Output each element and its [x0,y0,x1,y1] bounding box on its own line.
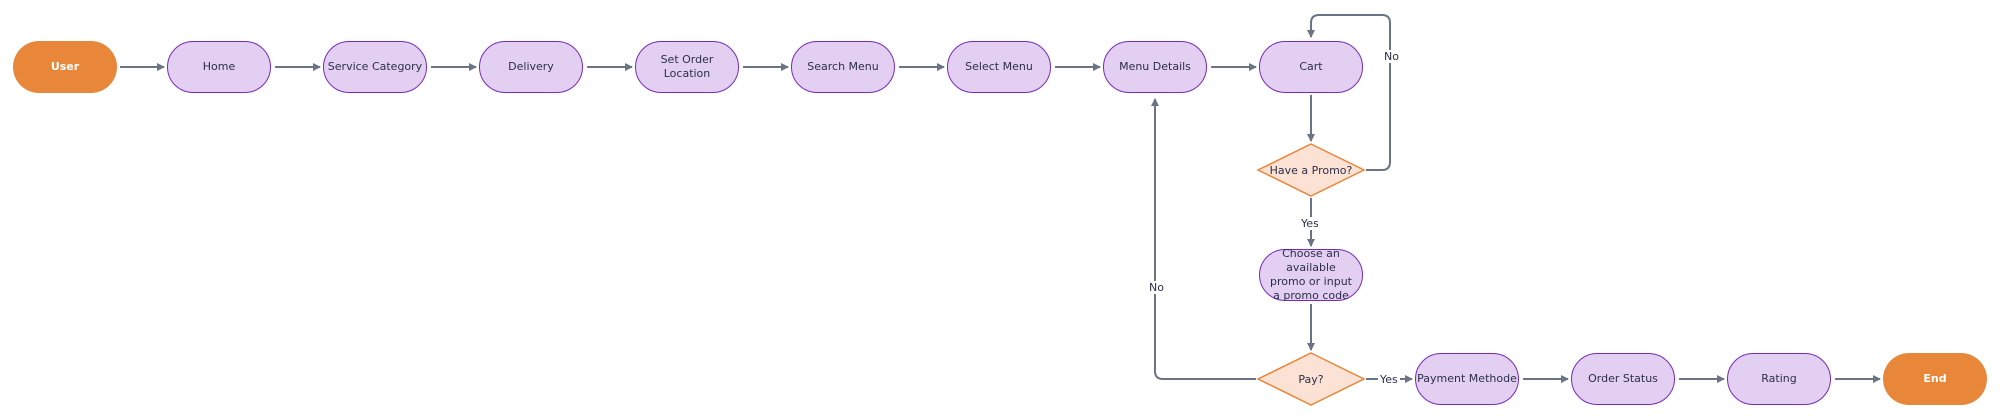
node-user-label: User [50,60,80,73]
node-set-order-location[interactable]: Set Order Location [635,41,739,93]
node-end[interactable]: End [1883,353,1987,405]
decision-have-promo-label: Have a Promo? [1269,163,1353,177]
decision-pay[interactable]: Pay? [1259,353,1363,405]
node-select-menu[interactable]: Select Menu [947,41,1051,93]
edge-label-pay-no: No [1147,281,1166,294]
node-cart-label: Cart [1299,60,1323,73]
edge-have-promo-no-cart [1307,14,1391,171]
node-set-order-location-label: Set Order Location [660,53,714,80]
edge-label-promo-no: No [1382,50,1401,63]
node-search-menu[interactable]: Search Menu [791,41,895,93]
node-end-label: End [1923,372,1947,385]
node-service-category-label: Service Category [327,60,423,73]
edge-label-promo-yes: Yes [1299,217,1321,230]
decision-pay-label: Pay? [1298,372,1324,386]
node-menu-details[interactable]: Menu Details [1103,41,1207,93]
node-home-label: Home [202,60,236,73]
decision-pay-shape [1256,352,1366,406]
node-delivery-label: Delivery [508,60,554,73]
node-payment-methode[interactable]: Payment Methode [1415,353,1519,405]
node-delivery[interactable]: Delivery [479,41,583,93]
node-order-status[interactable]: Order Status [1571,353,1675,405]
node-user[interactable]: User [13,41,117,93]
node-menu-details-label: Menu Details [1119,60,1191,73]
decision-have-promo-shape [1256,143,1366,197]
node-rating[interactable]: Rating [1727,353,1831,405]
node-service-category[interactable]: Service Category [323,41,427,93]
node-order-status-label: Order Status [1588,372,1658,385]
node-rating-label: Rating [1761,372,1797,385]
node-search-menu-label: Search Menu [807,60,879,73]
edge-label-pay-yes: Yes [1378,373,1400,386]
edge-pay-no-menu-details [1151,98,1256,380]
decision-have-promo[interactable]: Have a Promo? [1259,144,1363,196]
node-cart[interactable]: Cart [1259,41,1363,93]
node-choose-promo-label: Choose an available promo or input a pro… [1270,247,1352,302]
node-payment-methode-label: Payment Methode [1417,372,1517,385]
node-select-menu-label: Select Menu [965,60,1033,73]
node-choose-promo[interactable]: Choose an available promo or input a pro… [1259,247,1363,302]
node-home[interactable]: Home [167,41,271,93]
